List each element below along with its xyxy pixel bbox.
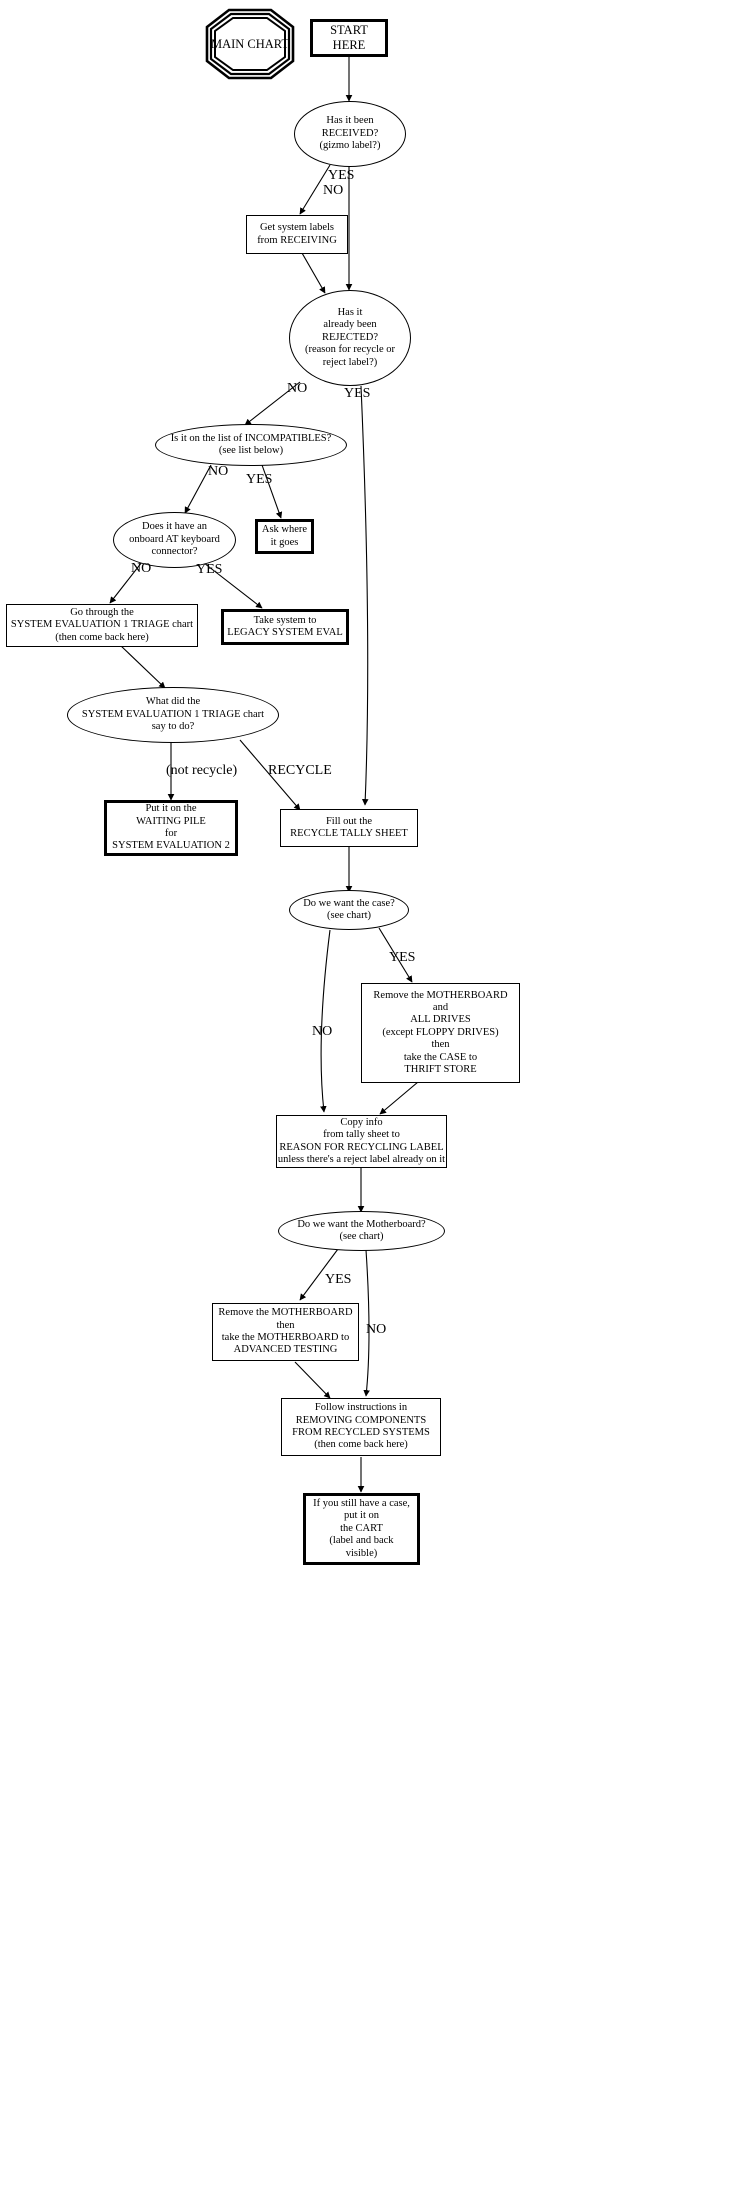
- node-take-system-to-legacy-eval-label: Take system to LEGACY SYSTEM EVAL: [227, 614, 343, 638]
- octagon-shape-icon: [205, 8, 295, 80]
- node-follow-removing-components-instructions[interactable]: Follow instructions in REMOVING COMPONEN…: [281, 1398, 441, 1456]
- edge-label-whatsaid-recycle: RECYCLE: [268, 763, 332, 778]
- node-remove-motherboard-and-drives-label: Remove the MOTHERBOARD and ALL DRIVES (e…: [373, 989, 508, 1075]
- node-has-it-been-received[interactable]: Has it been RECEIVED? (gizmo label?): [294, 101, 406, 167]
- edge-label-incompat-no: NO: [208, 464, 229, 479]
- node-put-case-on-cart[interactable]: If you still have a case, put it on the …: [303, 1493, 420, 1565]
- edge-label-wantcase-no: NO: [312, 1024, 333, 1039]
- edge-getlabels-to-rejected: [301, 252, 326, 294]
- node-onboard-at-keyboard-connector[interactable]: Does it have an onboard AT keyboard conn…: [113, 512, 236, 568]
- node-has-it-been-received-label: Has it been RECEIVED? (gizmo label?): [319, 115, 381, 152]
- node-start-here-label: START HERE: [330, 23, 368, 52]
- node-follow-removing-components-instructions-label: Follow instructions in REMOVING COMPONEN…: [292, 1402, 430, 1451]
- edge-wantcase-no: [320, 929, 331, 1113]
- node-put-on-waiting-pile[interactable]: Put it on the WAITING PILE for SYSTEM EV…: [104, 800, 238, 856]
- node-get-system-labels-label: Get system labels from RECEIVING: [257, 222, 337, 246]
- node-do-we-want-the-case-label: Do we want the case? (see chart): [303, 897, 395, 921]
- edge-label-incompat-yes: YES: [246, 472, 273, 487]
- node-do-we-want-the-motherboard-label: Do we want the Motherboard? (see chart): [297, 1218, 426, 1242]
- node-what-did-triage-chart-say[interactable]: What did the SYSTEM EVALUATION 1 TRIAGE …: [67, 687, 279, 743]
- edge-rejected-yes: [360, 385, 369, 806]
- node-start-here[interactable]: START HERE: [310, 19, 388, 57]
- edge-removembcase-to-copyinfo: [379, 1081, 419, 1115]
- node-do-we-want-the-case[interactable]: Do we want the case? (see chart): [289, 890, 409, 930]
- node-put-case-on-cart-label: If you still have a case, put it on the …: [313, 1498, 410, 1559]
- node-put-on-waiting-pile-label: Put it on the WAITING PILE for SYSTEM EV…: [112, 803, 230, 852]
- node-is-it-on-incompatibles-list-label: Is it on the list of INCOMPATIBLES? (see…: [170, 432, 332, 456]
- edge-label-atkbd-yes: YES: [196, 562, 223, 577]
- node-remove-motherboard-advanced-testing-label: Remove the MOTHERBOARD then take the MOT…: [218, 1307, 353, 1356]
- node-remove-motherboard-advanced-testing[interactable]: Remove the MOTHERBOARD then take the MOT…: [212, 1303, 359, 1361]
- node-get-system-labels[interactable]: Get system labels from RECEIVING: [246, 215, 348, 254]
- node-has-it-already-been-rejected[interactable]: Has it already been REJECTED? (reason fo…: [289, 290, 411, 386]
- edge-label-wantmb-yes: YES: [325, 1272, 352, 1287]
- edge-label-whatsaid-not-recycle: (not recycle): [166, 763, 238, 778]
- edge-label-rejected-no: NO: [287, 381, 308, 396]
- main-chart-title-node: MAIN CHART: [205, 8, 295, 80]
- node-copy-info-to-recycling-label-label: Copy info from tally sheet to REASON FOR…: [277, 1116, 446, 1165]
- node-do-we-want-the-motherboard[interactable]: Do we want the Motherboard? (see chart): [278, 1211, 445, 1251]
- node-fill-out-recycle-tally-sheet-label: Fill out the RECYCLE TALLY SHEET: [290, 815, 408, 839]
- edge-label-wantmb-no: NO: [366, 1322, 387, 1337]
- edge-label-received-yes: YES: [328, 168, 355, 183]
- node-ask-where-it-goes[interactable]: Ask where it goes: [255, 519, 314, 554]
- main-chart-label: MAIN CHART: [210, 36, 290, 51]
- node-onboard-at-keyboard-connector-label: Does it have an onboard AT keyboard conn…: [129, 521, 220, 558]
- edge-label-wantcase-yes: YES: [389, 950, 416, 965]
- node-what-did-triage-chart-say-label: What did the SYSTEM EVALUATION 1 TRIAGE …: [81, 696, 265, 733]
- node-go-through-triage-chart[interactable]: Go through the SYSTEM EVALUATION 1 TRIAG…: [6, 604, 198, 647]
- edge-triage-to-whatsaid: [119, 644, 166, 689]
- edge-label-atkbd-no: NO: [131, 561, 152, 576]
- edge-label-rejected-yes: YES: [344, 386, 371, 401]
- node-fill-out-recycle-tally-sheet[interactable]: Fill out the RECYCLE TALLY SHEET: [280, 809, 418, 847]
- node-go-through-triage-chart-label: Go through the SYSTEM EVALUATION 1 TRIAG…: [10, 606, 194, 643]
- edge-label-received-no: NO: [323, 183, 344, 198]
- edge-removemb-to-follow: [294, 1361, 331, 1399]
- node-copy-info-to-recycling-label[interactable]: Copy info from tally sheet to REASON FOR…: [276, 1115, 447, 1168]
- node-take-system-to-legacy-eval[interactable]: Take system to LEGACY SYSTEM EVAL: [221, 609, 349, 645]
- node-is-it-on-incompatibles-list[interactable]: Is it on the list of INCOMPATIBLES? (see…: [155, 424, 347, 466]
- node-has-it-already-been-rejected-label: Has it already been REJECTED? (reason fo…: [304, 307, 396, 368]
- node-ask-where-it-goes-label: Ask where it goes: [261, 524, 308, 548]
- node-remove-motherboard-and-drives[interactable]: Remove the MOTHERBOARD and ALL DRIVES (e…: [361, 983, 520, 1083]
